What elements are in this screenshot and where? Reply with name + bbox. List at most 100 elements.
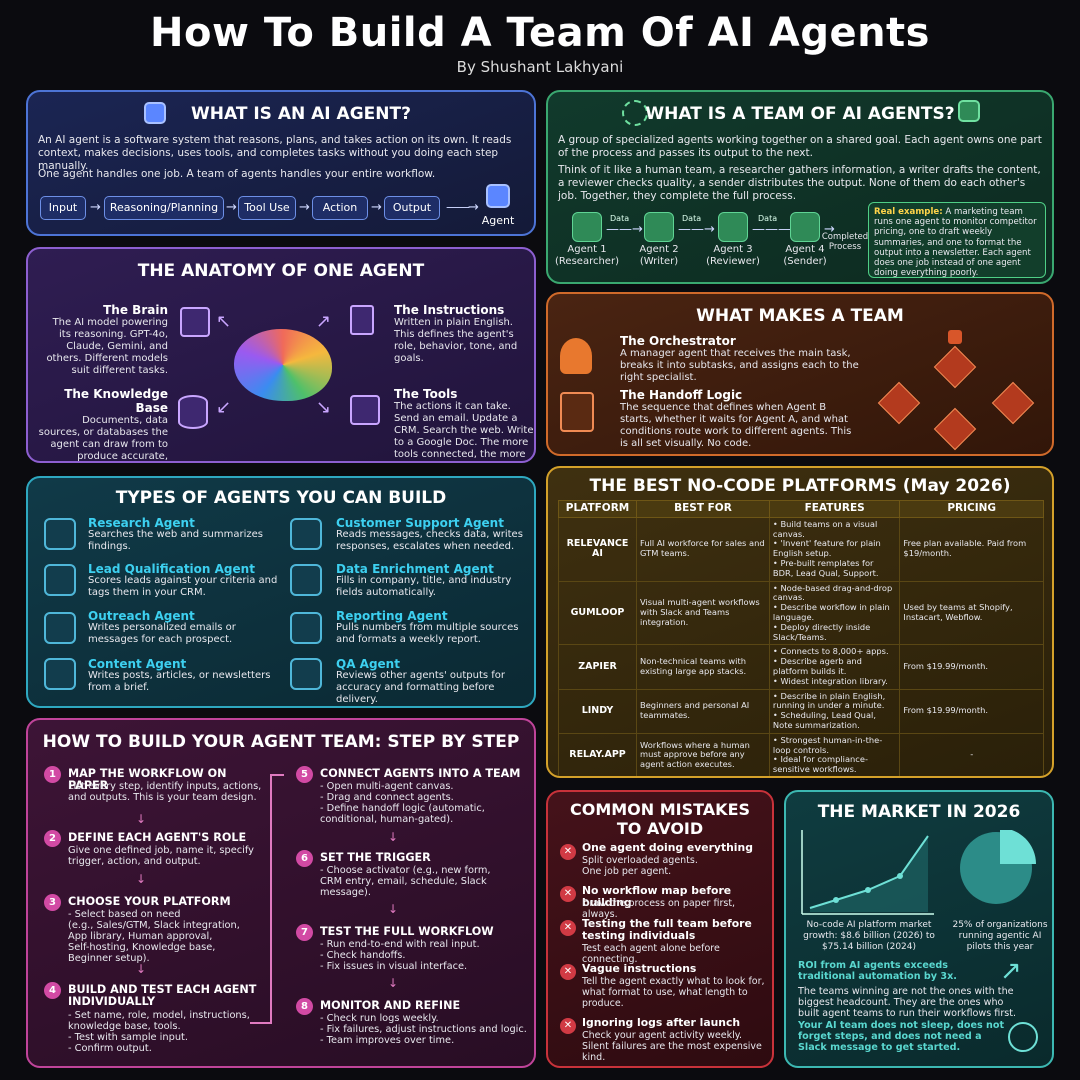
- what-is-team-para1: A group of specialized agents working to…: [558, 134, 1042, 159]
- decision-node: [933, 345, 977, 389]
- type-reporting-heading: Reporting Agent: [336, 609, 448, 623]
- data-table-icon: [290, 564, 322, 596]
- arrow-right-icon: →: [90, 200, 101, 215]
- real-example-label: Real example:: [874, 207, 943, 217]
- decision-node: [991, 381, 1035, 425]
- platform-pricing: Used by teams at Shopify, Instacart, Web…: [899, 580, 1044, 646]
- step-desc: Give one defined job, name it, specify t…: [68, 845, 254, 867]
- arrow-right-icon: →: [371, 200, 382, 215]
- agent-4-label: Agent 4 (Sender): [783, 244, 827, 267]
- mistakes-heading: COMMON MISTAKES TO AVOID: [569, 800, 751, 838]
- curved-arrow-icon: ↖: [216, 311, 232, 332]
- orchestrator-heading: The Orchestrator: [620, 334, 736, 348]
- pie-chart: [960, 830, 1036, 904]
- type-outreach-heading: Outreach Agent: [88, 609, 195, 623]
- connector-line: [250, 1022, 272, 1024]
- column-header: FEATURES: [768, 500, 901, 518]
- knowledge-heading: The Knowledge Base: [64, 387, 168, 415]
- step-heading: CHOOSE YOUR PLATFORM: [68, 895, 231, 908]
- types-panel: TYPES OF AGENTS YOU CAN BUILD Research A…: [26, 476, 536, 708]
- type-reporting-desc: Pulls numbers from multiple sources and …: [336, 622, 519, 645]
- mistake-heading: Testing the full team before testing ind…: [582, 917, 752, 942]
- arrow-right-icon: ——→: [678, 222, 715, 237]
- robot-icon: [572, 212, 602, 242]
- step-desc: - Set name, role, model, instructions, k…: [68, 1010, 250, 1054]
- curved-arrow-icon: ↗: [316, 311, 332, 332]
- trend-up-icon: ↗: [1000, 956, 1022, 986]
- x-circle-icon: ✕: [560, 844, 576, 860]
- data-label: Data: [610, 214, 630, 223]
- bar-chart-icon: [290, 612, 322, 644]
- mistake-desc: Check your agent activity weekly. Silent…: [582, 1030, 762, 1063]
- type-qa-desc: Reviews other agents' outputs for accura…: [336, 670, 506, 705]
- step-number: 4: [44, 982, 61, 999]
- data-point: [865, 887, 871, 893]
- types-heading: TYPES OF AGENTS YOU CAN BUILD: [115, 488, 447, 508]
- type-outreach-desc: Writes personalized emails or messages f…: [88, 622, 236, 645]
- platform-features: • Connects to 8,000+ apps. • Describe ag…: [768, 644, 901, 690]
- step-number: 8: [296, 998, 313, 1015]
- mistake-desc: Draw the process on paper first, always.: [582, 898, 736, 920]
- tools-heading: The Tools: [394, 387, 458, 401]
- platform-features: • Strongest human-in-the-loop controls. …: [768, 732, 901, 776]
- platform-best-for: Full AI workforce for sales and GTM team…: [636, 516, 770, 582]
- arrow-down-icon: ↓: [388, 830, 399, 844]
- qa-check-icon: [290, 658, 322, 690]
- headset-icon: [290, 518, 322, 550]
- step-desc: List every step, identify inputs, action…: [68, 781, 262, 803]
- mistakes-panel: COMMON MISTAKES TO AVOID ✕ One agent doi…: [546, 790, 774, 1068]
- mistake-desc: Test each agent alone before connecting.: [582, 943, 720, 965]
- step-desc: - Open multi-agent canvas. - Drag and co…: [320, 781, 485, 825]
- completed-process-label: Completed Process: [821, 232, 869, 252]
- mistake-heading: Ignoring logs after launch: [582, 1016, 741, 1029]
- handoff-heading: The Handoff Logic: [620, 388, 743, 402]
- brain-icon: [234, 329, 332, 401]
- platform-pricing: Self-hosted Community Edition is free. C…: [900, 777, 1044, 778]
- platform-pricing: Free plan available. Paid from $19/month…: [899, 516, 1044, 582]
- decision-flowchart: [864, 330, 1048, 454]
- mistake-desc: Tell the agent exactly what to look for,…: [582, 976, 765, 1009]
- platforms-panel: THE BEST NO-CODE PLATFORMS (May 2026) PL…: [546, 466, 1054, 778]
- platform-name: ZAPIER: [558, 644, 637, 690]
- type-content-heading: Content Agent: [88, 657, 187, 671]
- mistake-heading: One agent doing everything: [582, 841, 753, 854]
- curved-arrow-icon: ↙: [216, 397, 232, 418]
- document-icon: [350, 305, 374, 335]
- data-label: Data: [682, 214, 702, 223]
- step-heading: MAP THE WORKFLOW ON PAPER: [68, 767, 227, 792]
- platform-features: • Visual builder with optional code. • S…: [769, 777, 900, 778]
- anatomy-heading: THE ANATOMY OF ONE AGENT: [137, 261, 425, 281]
- type-enrichment-heading: Data Enrichment Agent: [336, 562, 494, 576]
- step-desc: - Select based on need (e.g., Sales/GTM,…: [68, 909, 240, 964]
- pie-slice: [1000, 830, 1036, 864]
- step-heading: BUILD AND TEST EACH AGENT INDIVIDUALLY: [68, 983, 257, 1008]
- step-number: 1: [44, 766, 61, 783]
- curved-arrow-icon: ↘: [316, 397, 332, 418]
- platform-best-for: Non-technical teams with existing large …: [636, 644, 770, 690]
- type-qa-heading: QA Agent: [336, 657, 400, 671]
- platform-features: • Describe in plain English, running in …: [768, 688, 901, 734]
- closing-text: Your AI team does not sleep, does not fo…: [798, 1020, 1005, 1053]
- decision-node: [933, 407, 977, 451]
- step-desc: - Run end-to-end with real input. - Chec…: [320, 939, 480, 972]
- winners-text: The teams winning are not the ones with …: [798, 986, 1017, 1019]
- step-heading: TEST THE FULL WORKFLOW: [320, 925, 494, 938]
- platform-best-for: Workflows where a human must approve bef…: [636, 732, 770, 776]
- table-row: N8NTechnical teams who want full data co…: [559, 777, 1044, 778]
- step-heading: SET THE TRIGGER: [320, 851, 431, 864]
- robot-icon: [144, 102, 166, 124]
- platform-pricing: From $19.99/month.: [899, 688, 1044, 734]
- agent-1-label: Agent 1 (Researcher): [555, 244, 619, 267]
- tools-desc: The actions it can take. Send an email. …: [394, 401, 534, 460]
- arrow-right-icon: ——→: [606, 222, 643, 237]
- platform-features: • Node-based drag-and-drop canvas. • Des…: [768, 580, 901, 646]
- page-title: How To Build A Team Of AI Agents: [150, 10, 930, 56]
- pie-caption: 25% of organizations running agentic AI …: [952, 920, 1048, 952]
- arrow-right-icon: →: [299, 200, 310, 215]
- robot-icon: [948, 330, 962, 344]
- mistake-desc: Split overloaded agents. One job per age…: [582, 855, 698, 877]
